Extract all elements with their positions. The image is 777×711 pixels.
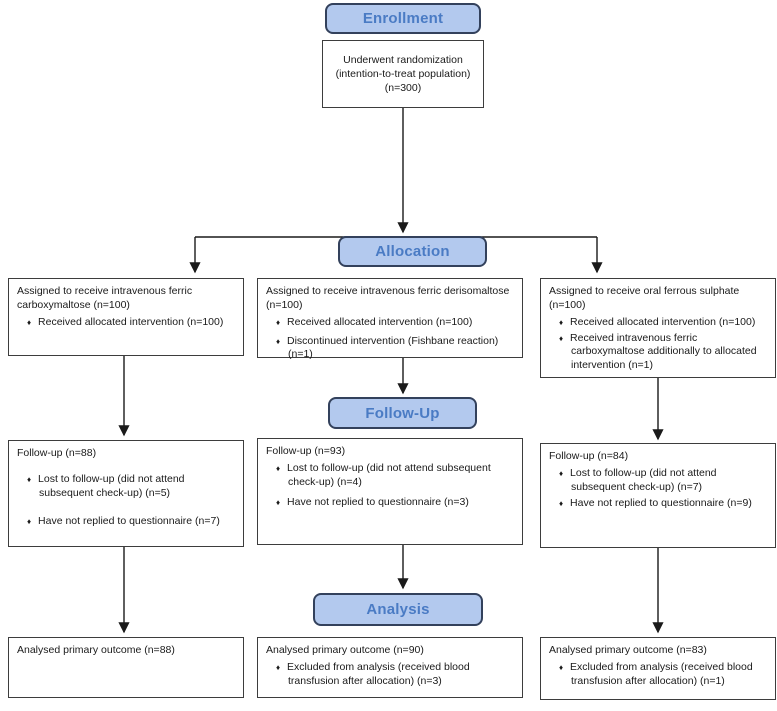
diamond-bullet-icon: ♦	[559, 468, 564, 478]
analysis-right-bullet-0: Excluded from analysis (received blood t…	[570, 660, 753, 687]
enrollment-stage-header: Enrollment	[325, 3, 481, 34]
allocation-center-bullet-0: Received allocated intervention (n=100)	[287, 315, 473, 328]
allocation-stage-header: Allocation	[338, 236, 487, 267]
analysis-left-title: Analysed primary outcome (n=88)	[17, 644, 175, 656]
allocation-left-title: Assigned to receive intravenous ferric c…	[17, 285, 193, 311]
diamond-bullet-icon: ♦	[559, 498, 564, 508]
bullet-item: ♦ Excluded from analysis (received blood…	[549, 661, 767, 689]
bullet-item: ♦ Excluded from analysis (received blood…	[266, 661, 514, 689]
randomization-text: Underwent randomization (intention-to-tr…	[335, 54, 471, 94]
followup-right-bullet-1: Have not replied to questionnaire (n=9)	[570, 496, 752, 509]
allocation-center-title: Assigned to receive intravenous ferric d…	[266, 285, 510, 311]
followup-center-title: Follow-up (n=93)	[266, 445, 346, 457]
followup-right-bullet-0: Lost to follow-up (did not attend subseq…	[570, 466, 717, 493]
bullet-item: ♦ Have not replied to questionnaire (n=9…	[549, 497, 767, 511]
analysis-box-center: Analysed primary outcome (n=90) ♦ Exclud…	[257, 637, 523, 698]
analysis-center-title: Analysed primary outcome (n=90)	[266, 644, 424, 656]
bullet-item: ♦ Received allocated intervention (n=100…	[17, 316, 235, 330]
followup-box-center: Follow-up (n=93) ♦ Lost to follow-up (di…	[257, 438, 523, 545]
bullet-item: ♦ Lost to follow-up (did not attend subs…	[17, 473, 235, 501]
bullet-item: ♦ Received allocated intervention (n=100…	[266, 316, 514, 330]
allocation-box-left: Assigned to receive intravenous ferric c…	[8, 278, 244, 356]
followup-left-title: Follow-up (n=88)	[17, 447, 97, 459]
enrollment-stage-label: Enrollment	[362, 10, 444, 27]
diamond-bullet-icon: ♦	[559, 317, 564, 327]
diamond-bullet-icon: ♦	[276, 497, 281, 507]
allocation-center-bullet-1: Discontinued intervention (Fishbane reac…	[287, 334, 499, 361]
followup-left-bullet-0: Lost to follow-up (did not attend subseq…	[38, 472, 185, 499]
diamond-bullet-icon: ♦	[27, 516, 32, 526]
followup-box-right: Follow-up (n=84) ♦ Lost to follow-up (di…	[540, 443, 776, 548]
diamond-bullet-icon: ♦	[276, 662, 281, 672]
allocation-box-right: Assigned to receive oral ferrous sulphat…	[540, 278, 776, 378]
followup-box-left: Follow-up (n=88) ♦ Lost to follow-up (di…	[8, 440, 244, 547]
followup-right-title: Follow-up (n=84)	[549, 450, 629, 462]
diamond-bullet-icon: ♦	[27, 317, 32, 327]
bullet-item: ♦ Lost to follow-up (did not attend subs…	[549, 467, 767, 495]
analysis-stage-header: Analysis	[313, 593, 483, 626]
diamond-bullet-icon: ♦	[276, 336, 281, 346]
followup-left-bullet-1: Have not replied to questionnaire (n=7)	[38, 514, 220, 527]
followup-center-bullet-1: Have not replied to questionnaire (n=3)	[287, 495, 469, 508]
allocation-right-title: Assigned to receive oral ferrous sulphat…	[549, 285, 740, 311]
analysis-box-right: Analysed primary outcome (n=83) ♦ Exclud…	[540, 637, 776, 700]
diamond-bullet-icon: ♦	[559, 662, 564, 672]
allocation-right-bullet-1: Received intravenous ferric carboxymalto…	[570, 331, 757, 372]
diamond-bullet-icon: ♦	[27, 474, 32, 484]
diamond-bullet-icon: ♦	[559, 333, 564, 343]
diamond-bullet-icon: ♦	[276, 317, 281, 327]
randomization-box: Underwent randomization (intention-to-tr…	[322, 40, 484, 108]
bullet-item: ♦ Have not replied to questionnaire (n=3…	[266, 496, 514, 510]
allocation-right-bullet-0: Received allocated intervention (n=100)	[570, 315, 756, 328]
bullet-item: ♦ Lost to follow-up (did not attend subs…	[266, 462, 514, 490]
bullet-item: ♦ Discontinued intervention (Fishbane re…	[266, 335, 514, 363]
bullet-item: ♦ Received allocated intervention (n=100…	[549, 316, 767, 330]
followup-stage-label: Follow-Up	[365, 404, 440, 422]
allocation-box-center: Assigned to receive intravenous ferric d…	[257, 278, 523, 360]
analysis-center-bullet-0: Excluded from analysis (received blood t…	[287, 660, 470, 687]
analysis-stage-label: Analysis	[366, 601, 430, 618]
followup-stage-header: Follow-Up	[328, 397, 477, 429]
analysis-right-title: Analysed primary outcome (n=83)	[549, 644, 707, 656]
bullet-item: ♦ Have not replied to questionnaire (n=7…	[17, 515, 235, 529]
followup-center-bullet-0: Lost to follow-up (did not attend subseq…	[287, 461, 491, 488]
diamond-bullet-icon: ♦	[276, 463, 281, 473]
allocation-stage-label: Allocation	[375, 243, 450, 260]
bullet-item: ♦ Received intravenous ferric carboxymal…	[549, 332, 767, 374]
analysis-box-left: Analysed primary outcome (n=88)	[8, 637, 244, 698]
allocation-left-bullet-0: Received allocated intervention (n=100)	[38, 315, 224, 328]
